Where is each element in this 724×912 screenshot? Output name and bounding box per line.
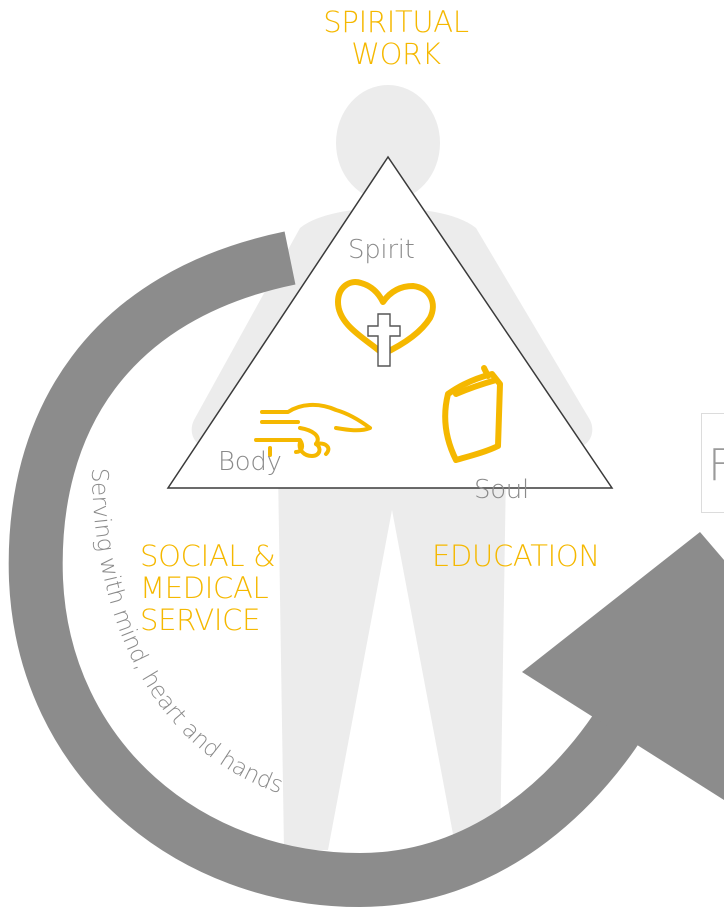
cycle-arrow <box>8 231 724 908</box>
spirit-label: Spirit <box>348 235 415 265</box>
social-medical-line-3: SERVICE <box>140 603 261 637</box>
clipped-text-fragment: F <box>708 444 724 488</box>
cycle-arrow-ring <box>8 231 664 908</box>
clipped-text-box: F <box>701 413 724 513</box>
body-label: Body <box>218 447 282 477</box>
book-icon <box>442 365 503 463</box>
social-medical-service-label: SOCIAL & MEDICAL SERVICE <box>140 539 276 637</box>
social-medical-line-2: MEDICAL <box>140 571 269 605</box>
spiritual-work-label: SPIRITUAL WORK <box>300 6 492 70</box>
education-label: EDUCATION <box>432 539 600 573</box>
heart-with-cross-icon <box>335 279 436 367</box>
pointing-hand-icon <box>254 403 372 458</box>
social-medical-line-1: SOCIAL & <box>140 539 276 573</box>
spiritual-work-line-2: WORK <box>351 37 441 71</box>
cycle-arrow-head <box>522 532 724 800</box>
soul-label: Soul <box>474 475 529 505</box>
silhouette-head <box>336 85 440 201</box>
spiritual-work-line-1: SPIRITUAL <box>323 5 469 39</box>
